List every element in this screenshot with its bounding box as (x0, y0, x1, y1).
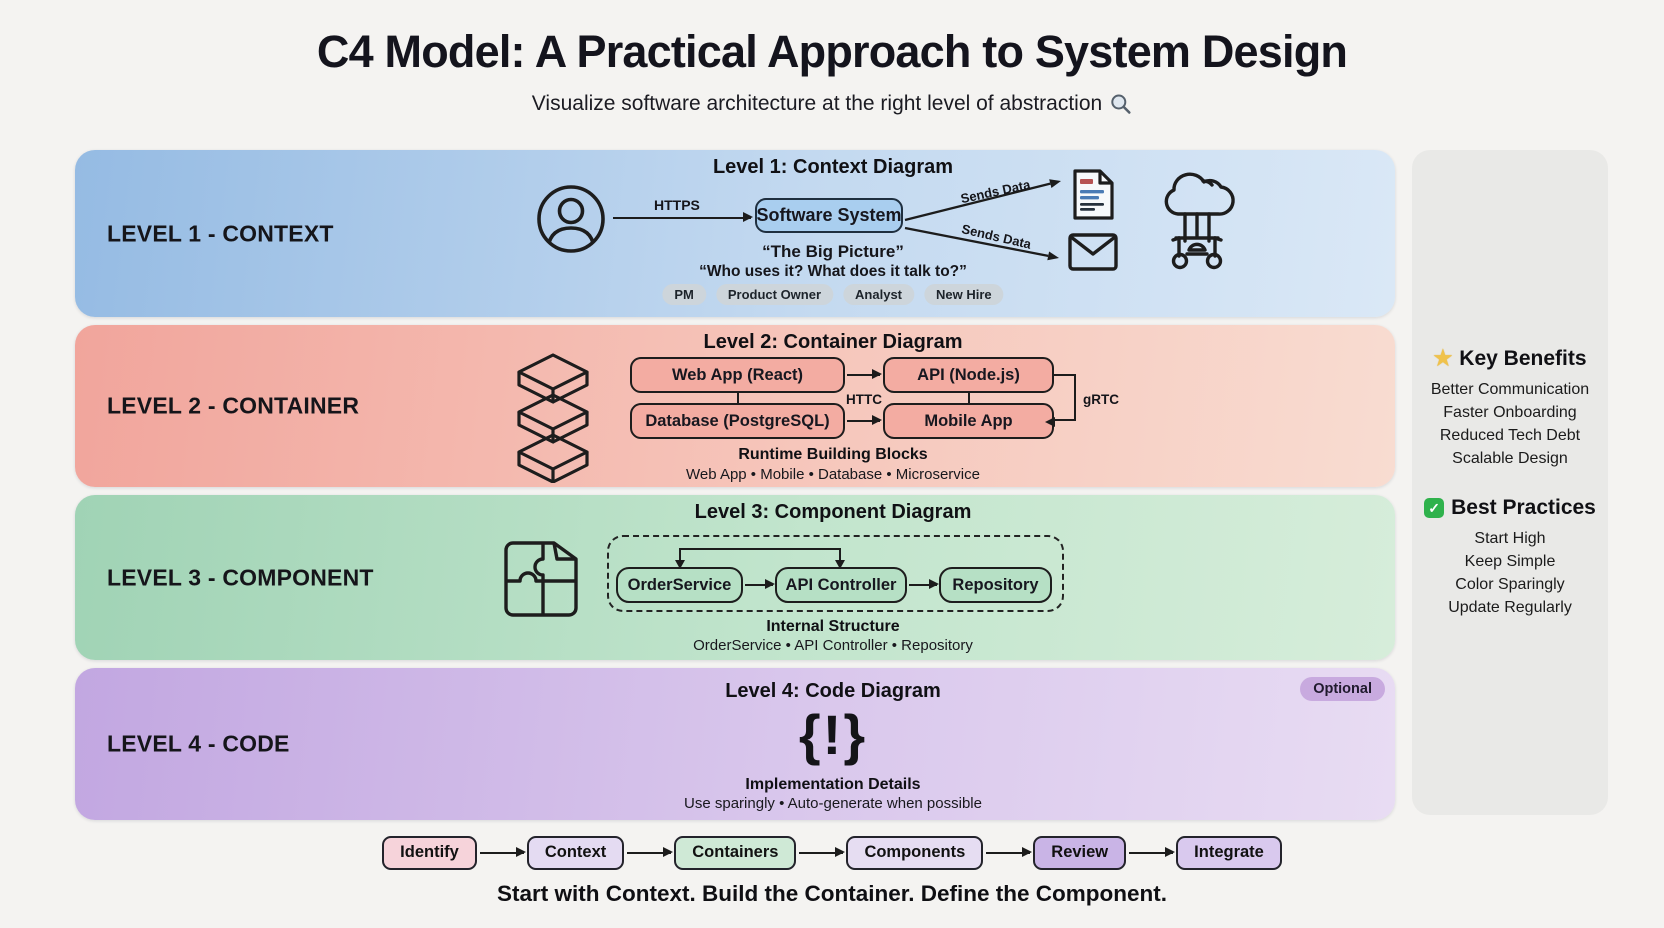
big-picture-tagline: “The Big Picture” (762, 242, 904, 261)
flow-step-identify: Identify (382, 836, 477, 870)
software-system-node: Software System (755, 198, 903, 233)
flow-step-integrate: Integrate (1176, 836, 1282, 870)
implementation-caption: Use sparingly • Auto-generate when possi… (684, 795, 982, 812)
stacked-containers-icon (517, 353, 589, 483)
flow-arrow (479, 847, 526, 858)
best-practices-heading: ✓ Best Practices (1424, 496, 1596, 520)
flow-arrow (799, 847, 846, 858)
flow-step-review: Review (1033, 836, 1127, 870)
flow-step-components: Components (846, 836, 984, 870)
database-to-mobile-arrow (847, 415, 882, 426)
process-flow: Identify Context Containers Components R… (0, 836, 1664, 870)
star-icon: ★ (1433, 347, 1453, 370)
repository-node: Repository (939, 567, 1052, 603)
key-benefits-list: Better Communication Faster Onboarding R… (1431, 378, 1589, 470)
key-benefits-title: Key Benefits (1459, 346, 1587, 370)
benefit-item: Better Communication (1430, 381, 1590, 398)
database-node: Database (PostgreSQL) (630, 403, 845, 439)
webapp-database-connector (737, 393, 739, 403)
code-braces-glyph: {!} (798, 703, 868, 766)
level-4-side-label: LEVEL 4 - CODE (107, 730, 290, 757)
runtime-caption-bold: Runtime Building Blocks (738, 446, 928, 463)
benefit-item: Scalable Design (1452, 450, 1568, 467)
component-boundary-box (607, 535, 1064, 612)
runtime-caption: Web App • Mobile • Database • Microservi… (686, 466, 980, 483)
badge-product-owner: Product Owner (715, 284, 834, 305)
puzzle-icon (504, 541, 578, 617)
badge-pm: PM (662, 284, 706, 305)
audience-badges: PM Product Owner Analyst New Hire (662, 284, 1004, 305)
level-2-heading: Level 2: Container Diagram (703, 331, 963, 353)
flow-step-containers: Containers (674, 836, 797, 870)
badge-analyst: Analyst (843, 284, 915, 305)
practice-item: Color Sparingly (1455, 576, 1565, 593)
component-loop-arrow (674, 548, 846, 569)
internal-structure-caption-bold: Internal Structure (766, 618, 900, 635)
cloud-service-icon (1164, 172, 1235, 270)
person-icon (537, 185, 605, 253)
page-subtitle: Visualize software architecture at the r… (532, 92, 1132, 116)
context-question: “Who uses it? What does it talk to?” (699, 263, 967, 280)
level-2-container-band: LEVEL 2 - CONTAINER Level 2: Container D… (75, 325, 1395, 487)
sends-data-arrows (904, 179, 1061, 261)
grtc-label: gRTC (1083, 392, 1119, 407)
benefit-item: Faster Onboarding (1443, 404, 1577, 421)
badge-new-hire: New Hire (924, 284, 1004, 305)
practice-item: Update Regularly (1448, 599, 1572, 616)
benefit-item: Reduced Tech Debt (1439, 427, 1581, 444)
document-icon (1073, 169, 1114, 220)
flow-step-context: Context (526, 836, 625, 870)
level-1-side-label: LEVEL 1 - CONTEXT (107, 220, 334, 246)
flow-arrow (627, 847, 674, 858)
api-node: API (Node.js) (883, 357, 1054, 393)
level-4-code-band: LEVEL 4 - CODE Level 4: Code Diagram Opt… (75, 668, 1395, 820)
level-1-heading: Level 1: Context Diagram (712, 156, 954, 178)
magnifier-icon (1111, 94, 1132, 114)
web-app-node: Web App (React) (630, 357, 845, 393)
key-benefits-heading: ★ Key Benefits (1433, 346, 1586, 371)
flow-arrow (1129, 847, 1176, 858)
practice-item: Start High (1474, 530, 1546, 547)
envelope-icon (1068, 233, 1118, 271)
closing-statement: Start with Context. Build the Container.… (496, 881, 1168, 906)
level-1-context-band: LEVEL 1 - CONTEXT Level 1: Context Diagr… (75, 150, 1395, 317)
webapp-to-api-arrow (847, 369, 882, 380)
level-4-heading: Level 4: Code Diagram (725, 680, 941, 702)
orderservice-to-controller-arrow (745, 579, 775, 590)
order-service-node: OrderService (616, 567, 743, 603)
check-icon: ✓ (1424, 498, 1445, 518)
api-to-mobile-bracket (1045, 374, 1076, 427)
level-2-side-label: LEVEL 2 - CONTAINER (107, 392, 360, 419)
mobile-app-node: Mobile App (883, 403, 1054, 439)
internal-structure-caption: OrderService • API Controller • Reposito… (693, 637, 973, 654)
level-3-component-band: LEVEL 3 - COMPONENT Level 3: Component D… (75, 495, 1395, 660)
practice-item: Keep Simple (1464, 553, 1556, 570)
page-title: C4 Model: A Practical Approach to System… (316, 26, 1348, 77)
api-controller-node: API Controller (775, 567, 907, 603)
implementation-caption-bold: Implementation Details (745, 776, 921, 793)
controller-to-repository-arrow (909, 579, 939, 590)
httc-label: HTTC (846, 392, 882, 407)
best-practices-list: Start High Keep Simple Color Sparingly U… (1448, 527, 1572, 619)
level-3-heading: Level 3: Component Diagram (694, 501, 972, 523)
subtitle-text: Visualize software architecture at the r… (531, 92, 1103, 115)
optional-badge: Optional (1300, 677, 1385, 701)
https-label: HTTPS (654, 197, 700, 213)
https-arrow (613, 212, 753, 223)
api-mobile-connector (968, 393, 970, 403)
flow-arrow (986, 847, 1033, 858)
sidebar-panel: ★ Key Benefits Better Communication Fast… (1412, 150, 1608, 815)
best-practices-title: Best Practices (1451, 496, 1596, 519)
level-3-side-label: LEVEL 3 - COMPONENT (107, 564, 374, 590)
